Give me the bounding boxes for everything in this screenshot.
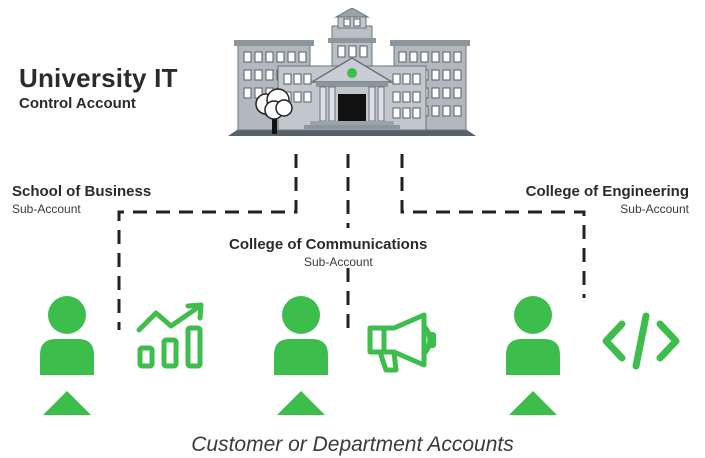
sub-account-name-business: School of Business bbox=[12, 183, 152, 200]
growth-chart-icon bbox=[136, 302, 204, 369]
person-icon bbox=[274, 296, 328, 415]
control-account-subtitle: Control Account bbox=[19, 95, 136, 112]
control-account-title: University IT bbox=[19, 63, 178, 93]
sub-account-type-business: Sub-Account bbox=[12, 202, 81, 216]
person-icon bbox=[506, 296, 560, 415]
sub-account-name-engineering: College of Engineering bbox=[525, 183, 689, 200]
sub-account-type-communications: Sub-Account bbox=[304, 255, 373, 269]
megaphone-icon bbox=[367, 312, 436, 373]
sub-account-name-communications: College of Communications bbox=[229, 236, 428, 253]
connector-business bbox=[117, 154, 298, 330]
person-icon bbox=[40, 296, 94, 415]
connector-engineering bbox=[400, 154, 586, 298]
diagram-caption: Customer or Department Accounts bbox=[191, 433, 514, 456]
university-building-icon bbox=[228, 8, 476, 136]
sub-account-type-engineering: Sub-Account bbox=[620, 202, 689, 216]
code-icon bbox=[602, 312, 680, 370]
